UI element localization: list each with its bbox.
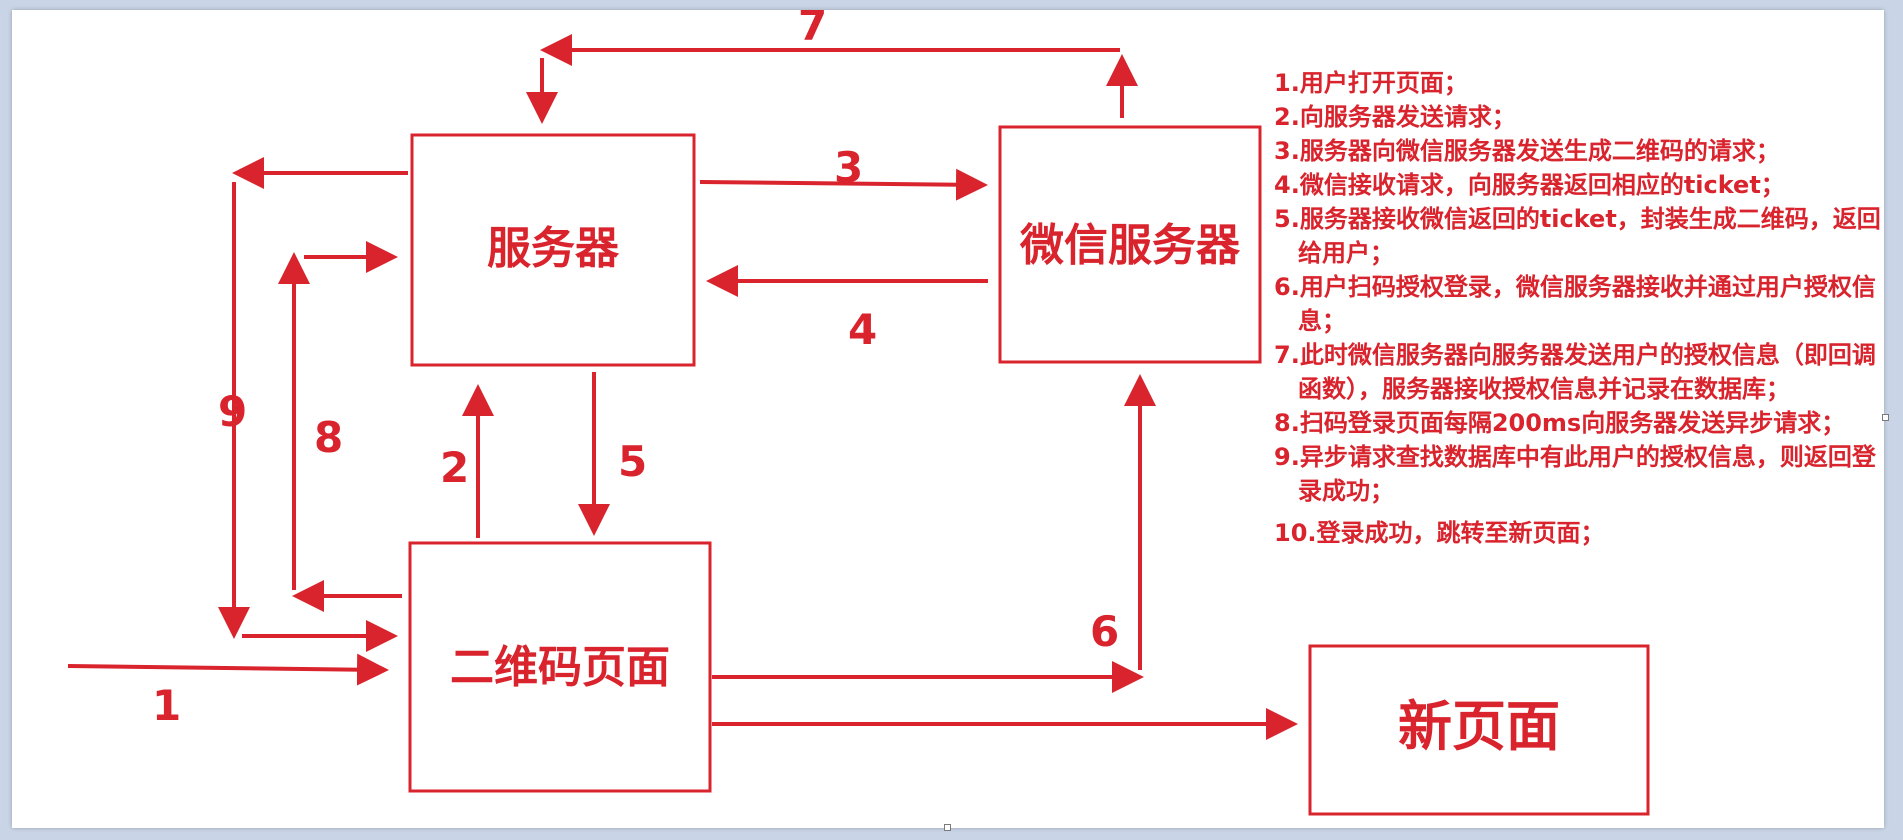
arrow-label-3: 3: [834, 143, 863, 192]
box-server: 服务器: [410, 133, 696, 367]
diagram-canvas: 服务器 微信服务器 二维码页面 新页面: [12, 10, 1889, 831]
arrow-label-2: 2: [440, 443, 469, 492]
step-item-3: 3.服务器向微信服务器发送生成二维码的请求；: [1274, 137, 1780, 165]
box-new-page: 新页面: [1308, 644, 1650, 816]
step-item-4: 4.微信接收请求，向服务器返回相应的ticket；: [1274, 171, 1785, 199]
box-wechat-server: 微信服务器: [998, 125, 1262, 364]
flow-diagram: 服务器 微信服务器 二维码页面 新页面: [67, 10, 1650, 816]
step-item-6: 6.用户扫码授权登录，微信服务器接收并通过用户授权信息；: [1274, 273, 1876, 335]
resize-handle-right[interactable]: [1882, 414, 1889, 421]
step-item-8: 8.扫码登录页面每隔200ms向服务器发送异步请求；: [1274, 409, 1846, 437]
arrow-1: [67, 653, 389, 686]
box-server-label: 服务器: [487, 223, 620, 274]
arrow-label-4: 4: [848, 305, 877, 354]
arrow-label-1: 1: [152, 681, 181, 730]
arrow-label-6: 6: [1090, 607, 1119, 656]
step-item-1: 1.用户打开页面；: [1274, 69, 1468, 97]
arrow-label-7: 7: [798, 10, 827, 50]
step-list: 1.用户打开页面； 2.向服务器发送请求； 3.服务器向微信服务器发送生成二维码…: [1274, 66, 1894, 550]
step-item-5: 5.服务器接收微信返回的ticket，封装生成二维码，返回给用户；: [1274, 205, 1881, 267]
arrow-label-8: 8: [314, 413, 343, 462]
step-item-2: 2.向服务器发送请求；: [1274, 103, 1516, 131]
arrow-3: [699, 168, 988, 201]
step-item-10: 10.登录成功，跳转至新页面；: [1274, 519, 1605, 547]
box-qr-page-label: 二维码页面: [450, 642, 670, 693]
box-wechat-server-label: 微信服务器: [1019, 220, 1241, 271]
resize-handle-bottom[interactable]: [944, 824, 951, 831]
box-new-page-label: 新页面: [1398, 695, 1560, 758]
arrow-label-9: 9: [218, 387, 247, 436]
step-item-9: 9.异步请求查找数据库中有此用户的授权信息，则返回登录成功；: [1274, 443, 1876, 505]
step-item-7: 7.此时微信服务器向服务器发送用户的授权信息（即回调函数），服务器接收授权信息并…: [1274, 341, 1876, 403]
box-qr-page: 二维码页面: [408, 541, 712, 793]
arrow-label-5: 5: [618, 437, 647, 486]
